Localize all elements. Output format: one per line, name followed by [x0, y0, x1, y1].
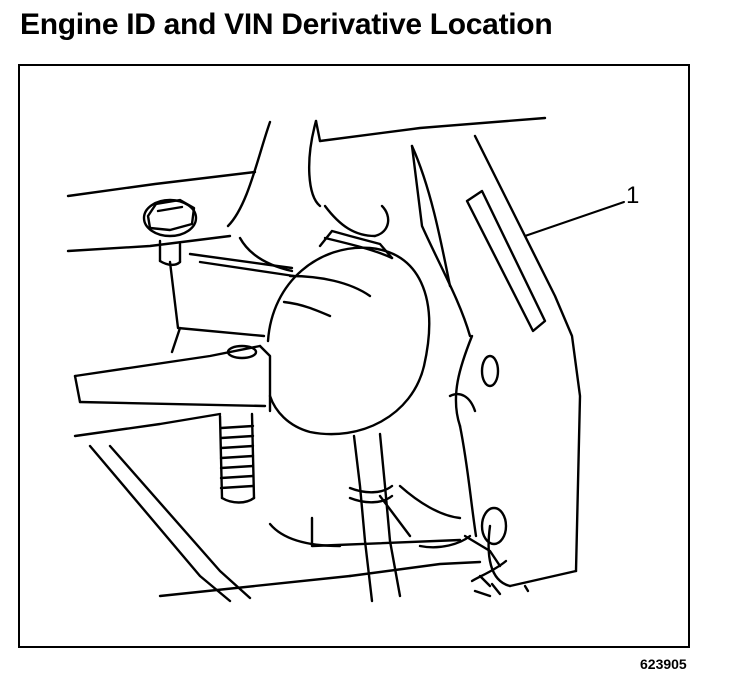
oil-pan-lines [73, 412, 482, 603]
transmission-bracket [378, 134, 582, 598]
engine-illustration [18, 64, 690, 648]
dipstick-tube [348, 432, 402, 603]
dome-housing [266, 229, 431, 436]
threaded-stud [218, 412, 256, 504]
vin-derivative-label-plate [465, 189, 547, 333]
figure-id: 623905 [640, 656, 687, 672]
bracket-plate [73, 252, 296, 413]
callout-number-1: 1 [626, 182, 640, 209]
bolt-head [142, 198, 198, 267]
page-title: Engine ID and VIN Derivative Location [20, 8, 553, 41]
callout-leader-line [524, 201, 625, 237]
engine-block-lines [66, 116, 547, 273]
